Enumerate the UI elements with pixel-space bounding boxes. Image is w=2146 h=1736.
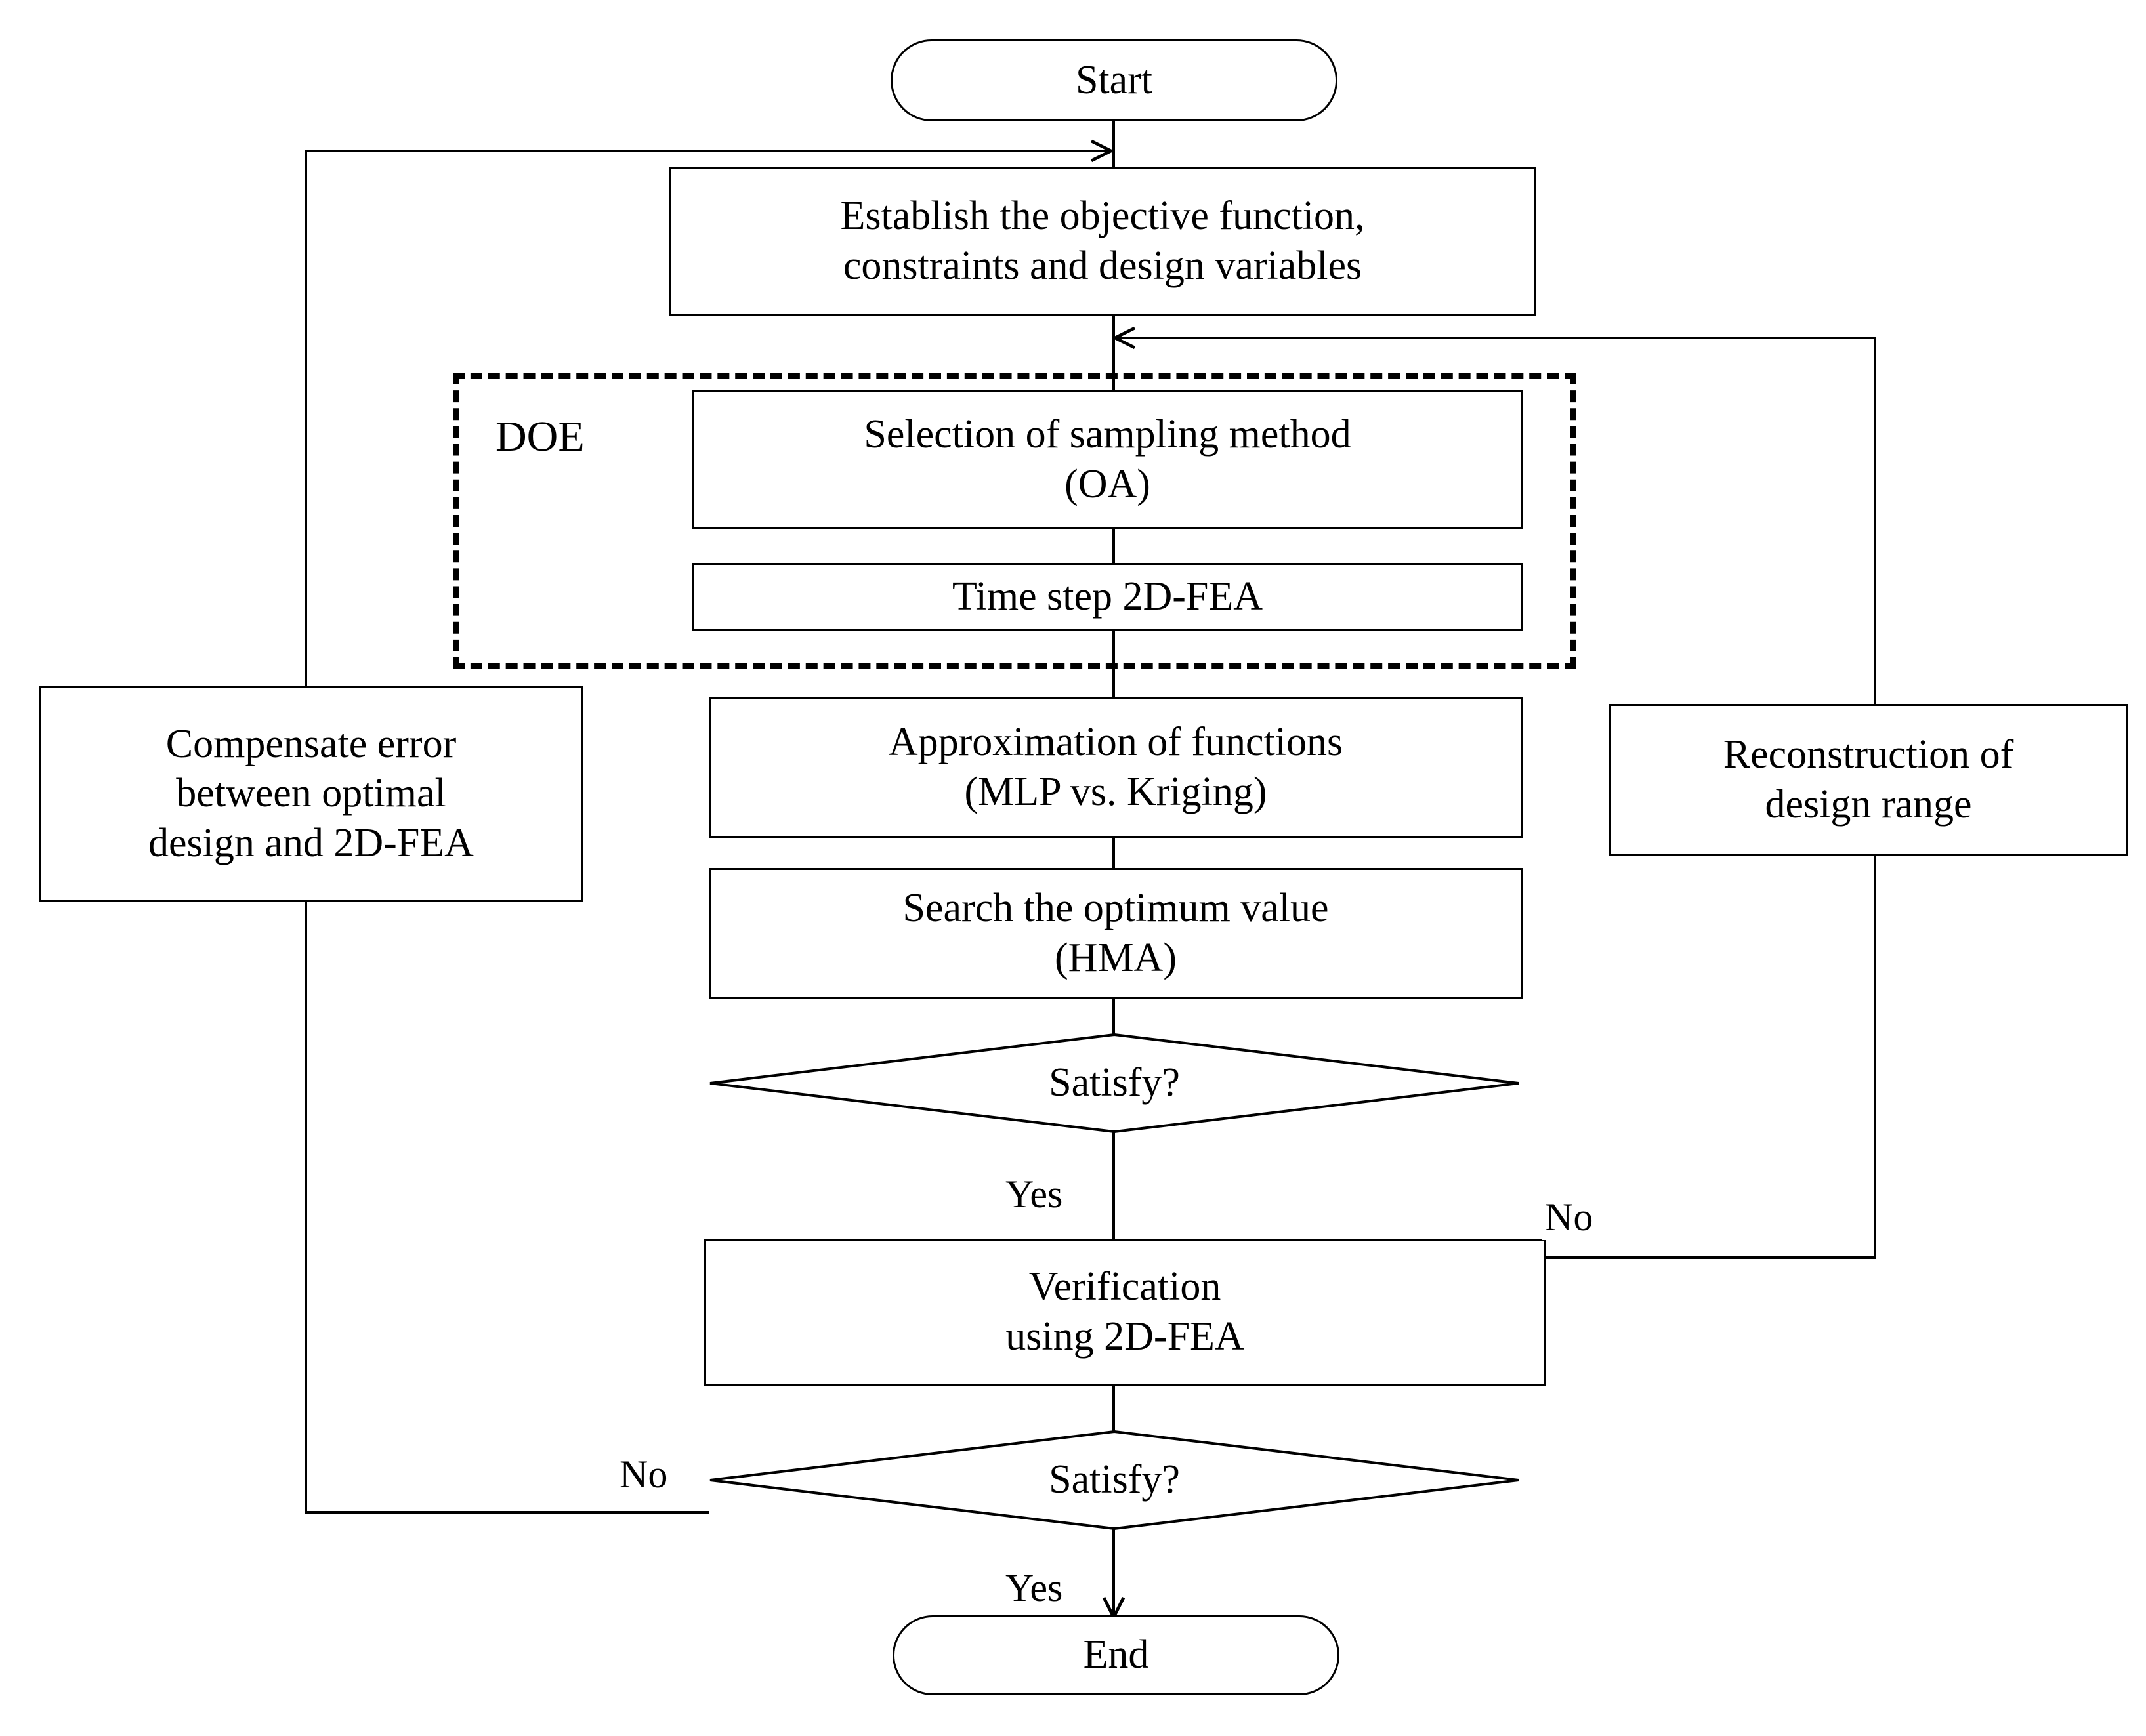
node-approximation-of-functions-label: Approximation of functions (MLP vs. Krig… xyxy=(888,720,1343,814)
doe-group-label: DOE xyxy=(495,413,585,461)
node-verification-using-2d-fea[interactable]: Verification using 2D-FEA xyxy=(704,1239,1546,1386)
edge-label-decision2-no: No xyxy=(617,1452,671,1497)
edge-label-decision1-yes: Yes xyxy=(1003,1172,1066,1217)
node-time-step-2d-fea-label: Time step 2D-FEA xyxy=(952,574,1263,619)
node-search-the-optimum-value[interactable]: Search the optimum value (HMA) xyxy=(709,868,1523,999)
node-reconstruction-of-design-range[interactable]: Reconstruction of design range xyxy=(1609,704,2128,856)
node-start-label: Start xyxy=(1075,57,1153,102)
node-establish-objective[interactable]: Establish the objective function, constr… xyxy=(669,167,1536,316)
node-approximation-of-functions[interactable]: Approximation of functions (MLP vs. Krig… xyxy=(709,697,1523,838)
edge-label-decision2-yes: Yes xyxy=(1003,1565,1066,1611)
node-decision-satisfy-2-label: Satisfy? xyxy=(1049,1457,1180,1502)
node-end-label: End xyxy=(1083,1632,1149,1678)
edge-label-decision1-no: No xyxy=(1542,1195,1596,1240)
node-verification-using-2d-fea-label: Verification using 2D-FEA xyxy=(1005,1264,1244,1359)
node-compensate-error-label: Compensate error between optimal design … xyxy=(148,721,474,865)
node-start[interactable]: Start xyxy=(891,39,1337,121)
node-decision-satisfy-1-label: Satisfy? xyxy=(1049,1060,1180,1105)
node-search-the-optimum-value-label: Search the optimum value (HMA) xyxy=(902,885,1329,980)
node-compensate-error[interactable]: Compensate error between optimal design … xyxy=(39,686,583,902)
node-decision-satisfy-2[interactable]: Satisfy? xyxy=(709,1430,1520,1530)
node-selection-of-sampling-method[interactable]: Selection of sampling method (OA) xyxy=(692,390,1523,529)
node-reconstruction-of-design-range-label: Reconstruction of design range xyxy=(1723,732,2014,827)
node-establish-objective-label: Establish the objective function, constr… xyxy=(840,194,1365,288)
node-decision-satisfy-1[interactable]: Satisfy? xyxy=(709,1033,1520,1133)
node-end[interactable]: End xyxy=(893,1615,1339,1695)
node-selection-of-sampling-method-label: Selection of sampling method (OA) xyxy=(864,412,1351,506)
node-time-step-2d-fea[interactable]: Time step 2D-FEA xyxy=(692,563,1523,631)
